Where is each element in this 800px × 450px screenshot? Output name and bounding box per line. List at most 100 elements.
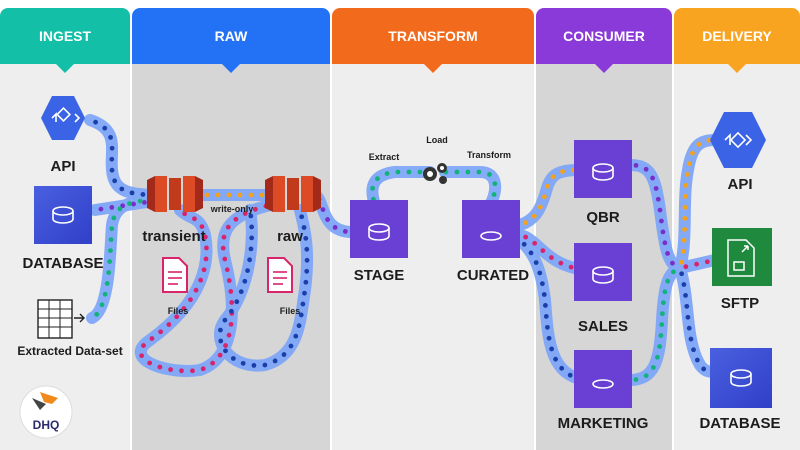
marketing-label: MARKETING: [557, 415, 649, 432]
ingest-api-icon: [41, 96, 85, 140]
flow-dot: [553, 356, 558, 362]
flow-dot: [262, 362, 268, 368]
transform-header: TRANSFORM: [332, 8, 534, 73]
flow-dot: [228, 289, 234, 294]
flow-dot: [650, 365, 656, 370]
extract-label: Extract: [368, 152, 400, 162]
ingest-database-label: DATABASE: [22, 255, 104, 272]
flow-dot: [523, 220, 528, 226]
flow-dot: [659, 218, 664, 224]
flow-dot: [304, 257, 310, 263]
gears-icon: [423, 163, 447, 184]
flow-dot: [102, 291, 108, 297]
flow-dot: [492, 181, 498, 187]
flow-dot: [299, 214, 305, 220]
flow-dot: [660, 229, 666, 235]
delivery-database-label: DATABASE: [699, 415, 781, 432]
transform-step-label: Transform: [466, 150, 512, 160]
flow-dot: [643, 373, 649, 379]
flow-dot: [109, 167, 115, 173]
flow-dot: [302, 290, 307, 296]
flow-dot: [109, 205, 115, 210]
flow-dot: [272, 358, 278, 364]
flow-dot: [237, 192, 243, 198]
flow-dot: [192, 216, 197, 222]
flow-dot: [680, 248, 686, 254]
flow-dot: [549, 255, 554, 260]
stage-label: STAGE: [353, 267, 405, 284]
flow-dot: [220, 245, 226, 251]
transient-bucket-icon: [147, 176, 203, 212]
flow-dot: [543, 314, 549, 319]
files-icon-2: [267, 257, 293, 293]
flow-dot: [523, 234, 529, 240]
flow-dot: [142, 199, 147, 205]
flow-dot: [298, 312, 304, 318]
flow-dot: [109, 156, 115, 162]
flow-dot: [108, 248, 113, 254]
flow-dot: [106, 270, 112, 275]
delivery-api-icon: [710, 112, 766, 168]
flow-dot: [245, 268, 250, 274]
flow-dot: [417, 169, 423, 175]
flow-dot: [242, 278, 248, 284]
flow-dot: [301, 225, 307, 230]
flow-dot: [540, 248, 546, 254]
flow-dot: [670, 260, 675, 266]
pipe-curated-to-qbr: [514, 164, 586, 231]
pipe-hub-to-api: [674, 134, 721, 274]
flow-dot: [660, 311, 665, 317]
flow-dot: [182, 211, 188, 217]
flow-dot: [202, 234, 208, 240]
flow-dot: [303, 279, 309, 285]
flow-dot: [558, 260, 564, 266]
flow-dot: [662, 240, 668, 246]
flow-dot: [137, 198, 143, 204]
flow-dot: [688, 336, 694, 342]
flow-dot: [141, 343, 146, 348]
flow-dot: [541, 194, 547, 200]
flow-dot: [325, 217, 331, 222]
flow-dot: [288, 343, 294, 349]
flow-dot: [215, 192, 221, 198]
flow-dot: [375, 176, 380, 182]
flow-dot: [217, 352, 223, 358]
flow-dot: [199, 224, 205, 230]
flow-dot: [109, 226, 115, 232]
flow-dot: [533, 260, 539, 266]
flow-dot: [108, 134, 113, 140]
write-only-label: write-only: [210, 204, 254, 214]
raw-column: RAW: [132, 0, 330, 450]
flow-dot: [684, 172, 690, 177]
load-label: Load: [426, 135, 448, 145]
flow-dot: [223, 343, 228, 348]
flow-dot: [683, 182, 689, 188]
flow-dot: [201, 267, 207, 273]
flow-dot: [681, 237, 687, 243]
flow-dot: [224, 267, 230, 273]
flow-dot: [210, 360, 216, 366]
pipe-marketing-to-delivery: [624, 262, 686, 386]
flow-dot: [98, 206, 104, 212]
flow-dot: [487, 172, 492, 177]
flow-dot: [296, 323, 302, 329]
flow-dot: [238, 289, 244, 295]
flow-dot: [682, 193, 688, 199]
flow-dot: [679, 271, 685, 277]
flow-dot: [249, 224, 255, 230]
flow-dot: [252, 206, 258, 212]
flow-dot: [168, 367, 173, 372]
flow-dot: [149, 336, 155, 341]
flow-dot: [550, 174, 556, 180]
flow-dot: [109, 145, 115, 151]
flow-dot: [230, 356, 236, 361]
flow-dot: [203, 256, 209, 262]
flow-dot: [653, 186, 659, 191]
files-icon-1: [162, 257, 188, 293]
sales-label: SALES: [577, 318, 629, 335]
flow-dot: [683, 264, 689, 270]
flow-dot: [228, 308, 234, 314]
flow-dot: [528, 250, 534, 256]
flow-dot: [546, 335, 552, 341]
